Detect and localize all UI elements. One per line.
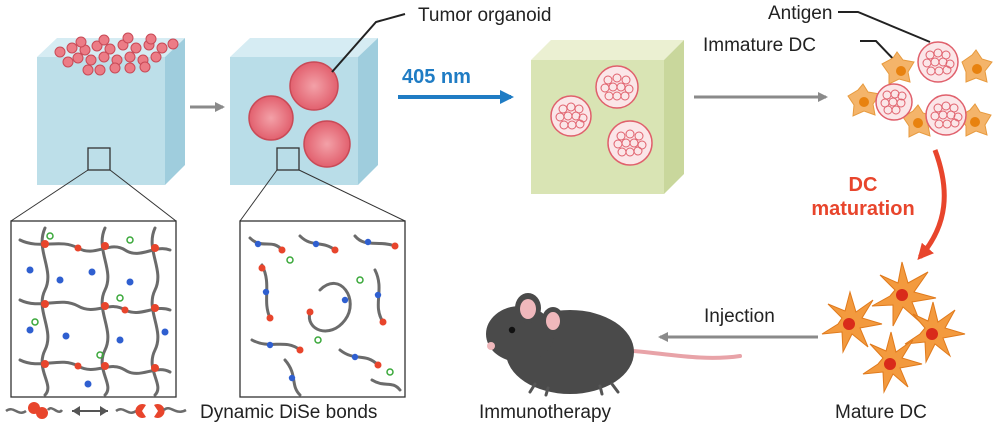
antigen-label: Antigen: [768, 3, 832, 24]
immature-dc-label: Immature DC: [703, 35, 816, 56]
dc-maturation-label-line1: DC: [849, 174, 878, 196]
mature-dc-label: Mature DC: [835, 402, 927, 423]
released-organoid: [550, 95, 592, 137]
immunotherapy-label: Immunotherapy: [479, 402, 612, 423]
tumor-organoid: [289, 61, 339, 111]
polymer-network-2: [248, 234, 402, 397]
immature-dc: [961, 49, 993, 83]
hydrogel-cube-3: [531, 40, 684, 194]
dise-bonds-label: Dynamic DiSe bonds: [200, 402, 377, 423]
dc-maturation-label-line2: maturation: [811, 198, 914, 220]
network-zoom-lines-1: [10, 169, 177, 222]
maturation-arrow: [917, 149, 947, 261]
released-organoid: [595, 65, 639, 109]
hydrogel-cube-1: [37, 32, 185, 185]
immature-dc: [959, 103, 992, 137]
immature-dc: [881, 51, 915, 85]
tumor-organoid-label: Tumor organoid: [418, 5, 551, 26]
mature-dc-cluster: [821, 261, 966, 394]
mature-dc: [821, 290, 883, 354]
tumor-organoid-leader: [331, 13, 406, 73]
antigen-organoid: [917, 41, 959, 83]
mature-dc: [904, 301, 966, 364]
tumor-organoid: [303, 120, 351, 168]
cell-layer: [54, 32, 179, 76]
wavelength-label: 405 nm: [402, 66, 471, 88]
immature-dc: [902, 104, 935, 138]
immature-dc: [847, 83, 881, 117]
polymer-network-panel-2: [239, 220, 406, 398]
injection-label: Injection: [704, 306, 775, 327]
mouse-illustration: [486, 293, 742, 397]
antigen-organoid: [925, 94, 967, 136]
released-organoid: [607, 120, 653, 166]
antigen-organoid: [875, 83, 913, 121]
antigen-leader: [838, 11, 931, 43]
immature-dc-cluster: [847, 41, 993, 138]
network-zoom-lines-2: [239, 169, 406, 222]
hydrogel-cube-2: [230, 38, 378, 185]
immature-dc-leader: [860, 40, 899, 65]
mature-dc: [862, 331, 923, 394]
mature-dc: [871, 261, 937, 327]
tumor-organoid: [248, 95, 294, 141]
dise-bond-legend: [5, 402, 187, 419]
polymer-network-1: [18, 226, 172, 397]
